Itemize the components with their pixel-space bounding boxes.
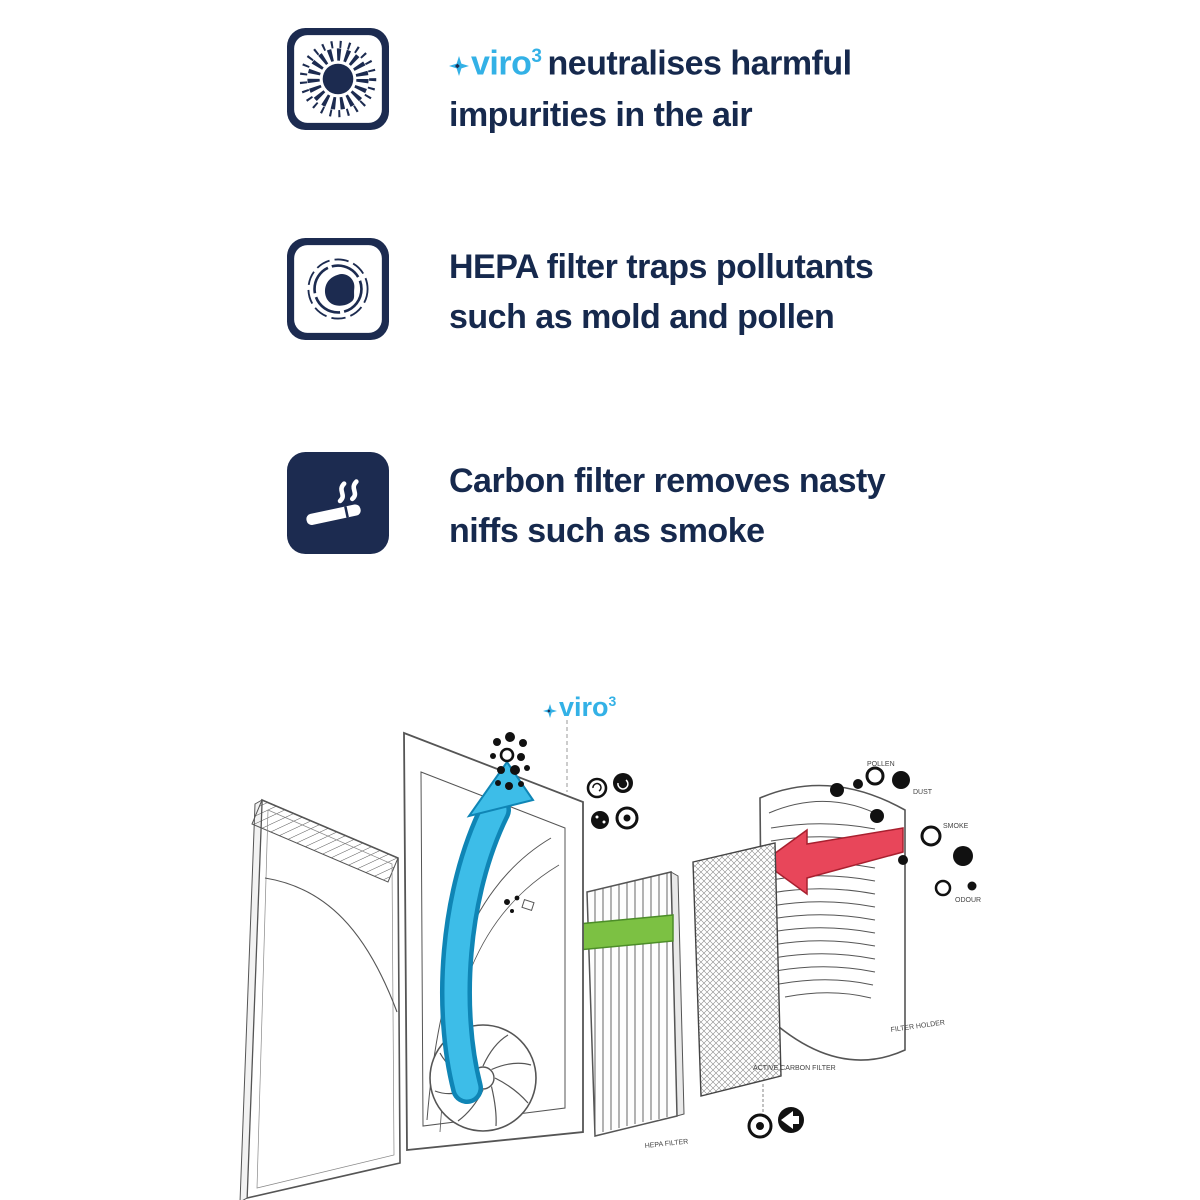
carbon-filter bbox=[692, 842, 782, 1116]
smoke-label: SMOKE bbox=[943, 823, 969, 830]
neutralised-particles bbox=[490, 732, 530, 790]
pollutant-particles-right bbox=[830, 766, 977, 897]
spark-icon bbox=[543, 694, 557, 725]
front-panel bbox=[239, 798, 401, 1200]
blue-airflow-arrow bbox=[440, 760, 535, 1104]
pollutant-icons-mid bbox=[586, 773, 639, 830]
carbon-filter-label: ACTIVE CARBON FILTER bbox=[753, 1065, 836, 1072]
spark-icon bbox=[449, 40, 469, 90]
feature-hepa: HEPA filter traps pollutants such as mol… bbox=[287, 238, 874, 342]
diagram-brand-sup: 3 bbox=[608, 693, 617, 709]
feature-hepa-line2: such as mold and pollen bbox=[449, 298, 835, 336]
pollen-label: POLLEN bbox=[867, 761, 895, 768]
diagram-brand-label: viro3 bbox=[543, 692, 616, 725]
hepa-filter-label: HEPA FILTER bbox=[644, 1138, 688, 1150]
feature-carbon-line1: Carbon filter removes nasty bbox=[449, 462, 886, 500]
brand-sup: 3 bbox=[531, 46, 542, 67]
odour-label: ODOUR bbox=[955, 897, 981, 904]
virus-starburst-icon bbox=[287, 28, 389, 130]
dust-label: DUST bbox=[913, 789, 933, 796]
brand-name: viro bbox=[471, 44, 532, 83]
diagram-brand-name: viro bbox=[559, 692, 609, 722]
red-airflow-arrow bbox=[761, 827, 904, 896]
feature-carbon: Carbon filter removes nasty niffs such a… bbox=[287, 452, 886, 556]
carbon-detail-icons bbox=[747, 1107, 804, 1139]
smoke-cigarette-icon bbox=[287, 452, 389, 554]
mold-pollen-icon bbox=[287, 238, 389, 340]
feature-hepa-line1: HEPA filter traps pollutants bbox=[449, 248, 874, 286]
feature-carbon-line2: niffs such as smoke bbox=[449, 512, 765, 550]
filter-holder-housing bbox=[759, 784, 906, 1061]
hepa-filter bbox=[586, 871, 685, 1137]
feature-viro-text: neutralises harmful bbox=[547, 44, 852, 83]
small-specks bbox=[504, 895, 535, 913]
exploded-diagram: FILTER HOLDER POLLEN DUST SMOKE ODOUR AC… bbox=[215, 680, 995, 1200]
feature-viro-line2: impurities in the air bbox=[449, 96, 753, 135]
